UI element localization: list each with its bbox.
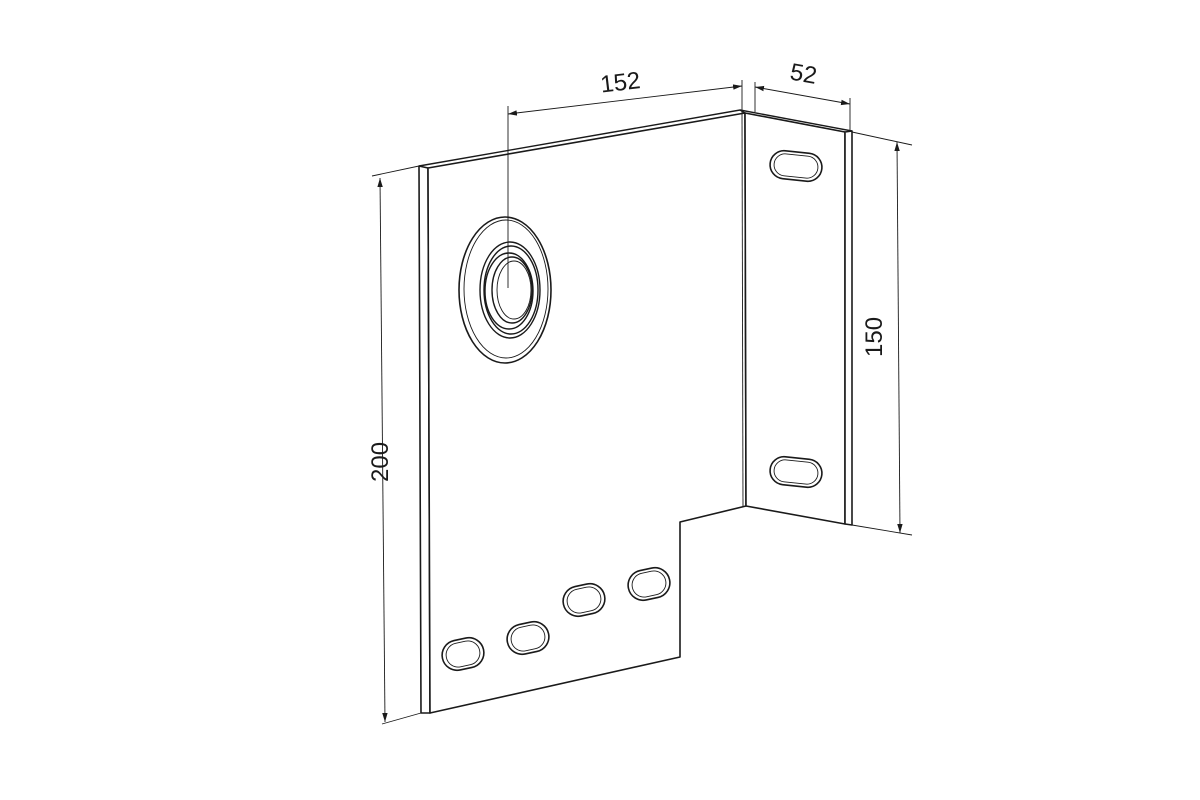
dimension-flange-depth: 52 [754, 59, 851, 132]
dim-150-extension-bottom [851, 524, 913, 536]
dim-152-line [507, 84, 743, 116]
dim-200-label: 200 [367, 442, 394, 482]
flange-slot-top-inner [773, 153, 819, 179]
flange-slot-bottom [769, 455, 823, 489]
dim-200-extension-bottom [381, 712, 422, 725]
flange-slot-top [769, 149, 823, 183]
bearing-bore [491, 256, 533, 324]
plate-slot-1 [441, 636, 485, 672]
plate-slot-2 [506, 620, 550, 656]
flange-slot-bottom-inner [773, 459, 819, 485]
side-flange-edge [844, 130, 853, 526]
bracket-body [418, 109, 853, 714]
bearing-outer-ring [458, 216, 552, 364]
bearing-bore-depth [496, 260, 532, 320]
flange-slots [769, 149, 823, 489]
dim-200-extension-top [371, 165, 420, 177]
dim-150-label: 150 [861, 317, 888, 357]
plate-slot-2-inner [510, 624, 546, 652]
flange-top-edge [739, 109, 853, 132]
main-plate [427, 112, 747, 714]
dimension-total-height: 200 [367, 165, 422, 725]
bend-line [741, 111, 744, 508]
bearing-outer-ring-inner-edge [463, 219, 549, 359]
bearing-hub [479, 241, 541, 339]
bearing-hub-inner [483, 245, 539, 335]
plate-slots [441, 566, 671, 672]
plate-slot-4-inner [631, 570, 667, 598]
dimension-top-width: 152 [507, 67, 743, 288]
dim-150-line [894, 141, 903, 534]
bearing-bore-outer [484, 252, 534, 330]
plate-slot-4 [627, 566, 671, 602]
dimension-flange-height: 150 [851, 131, 913, 536]
dim-52-line [754, 85, 851, 106]
dim-150-extension-top [851, 131, 913, 146]
bearing-ring [458, 216, 552, 364]
plate-slot-1-inner [445, 640, 481, 668]
plate-slot-3-inner [566, 586, 602, 614]
dim-52-label: 52 [788, 59, 819, 90]
plate-slot-3 [562, 582, 606, 618]
dim-200-line [377, 177, 388, 723]
dim-152-label: 152 [599, 67, 642, 99]
